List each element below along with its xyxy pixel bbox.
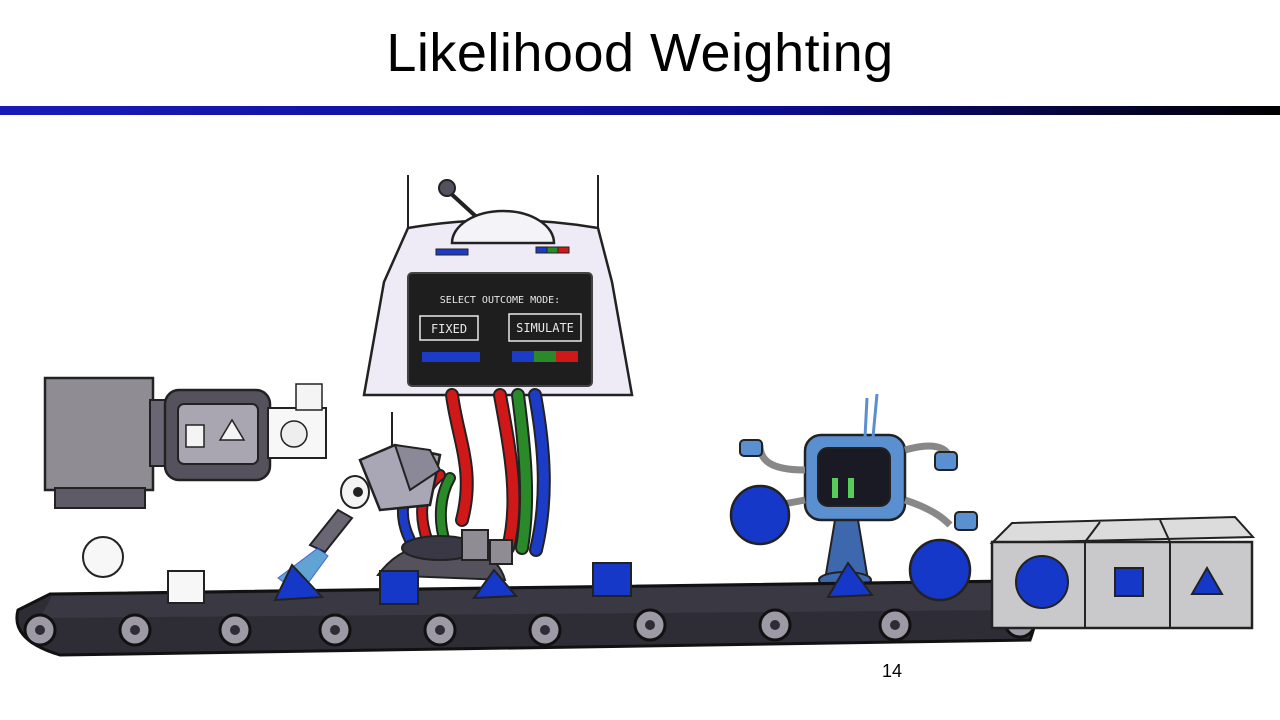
sorting-bin [989,515,1256,630]
scanner-camera [43,376,327,509]
circle-icon [1015,555,1069,609]
control-machine: SELECT OUTCOME MODE: FIXED SIMULATE [362,175,634,397]
outcome-mode-panel: SELECT OUTCOME MODE: FIXED SIMULATE [407,272,593,387]
slide-title: Likelihood Weighting [386,23,894,83]
panel-heading: SELECT OUTCOME MODE: [440,295,560,306]
triangle-icon [1190,565,1224,595]
simulate-mode-button: SIMULATE [508,313,582,342]
fixed-mode-button: FIXED [419,315,479,341]
slide-number: 14 [881,661,903,681]
blue-robot [729,393,978,589]
simulate-mode-label: SIMULATE [516,321,574,335]
fixed-mode-label: FIXED [431,322,467,336]
square-icon [1114,567,1144,597]
title-rule [0,106,1280,115]
conveyor-belt [15,579,1038,657]
belt-objects [82,536,972,605]
conveyor-rollers [23,605,1037,647]
